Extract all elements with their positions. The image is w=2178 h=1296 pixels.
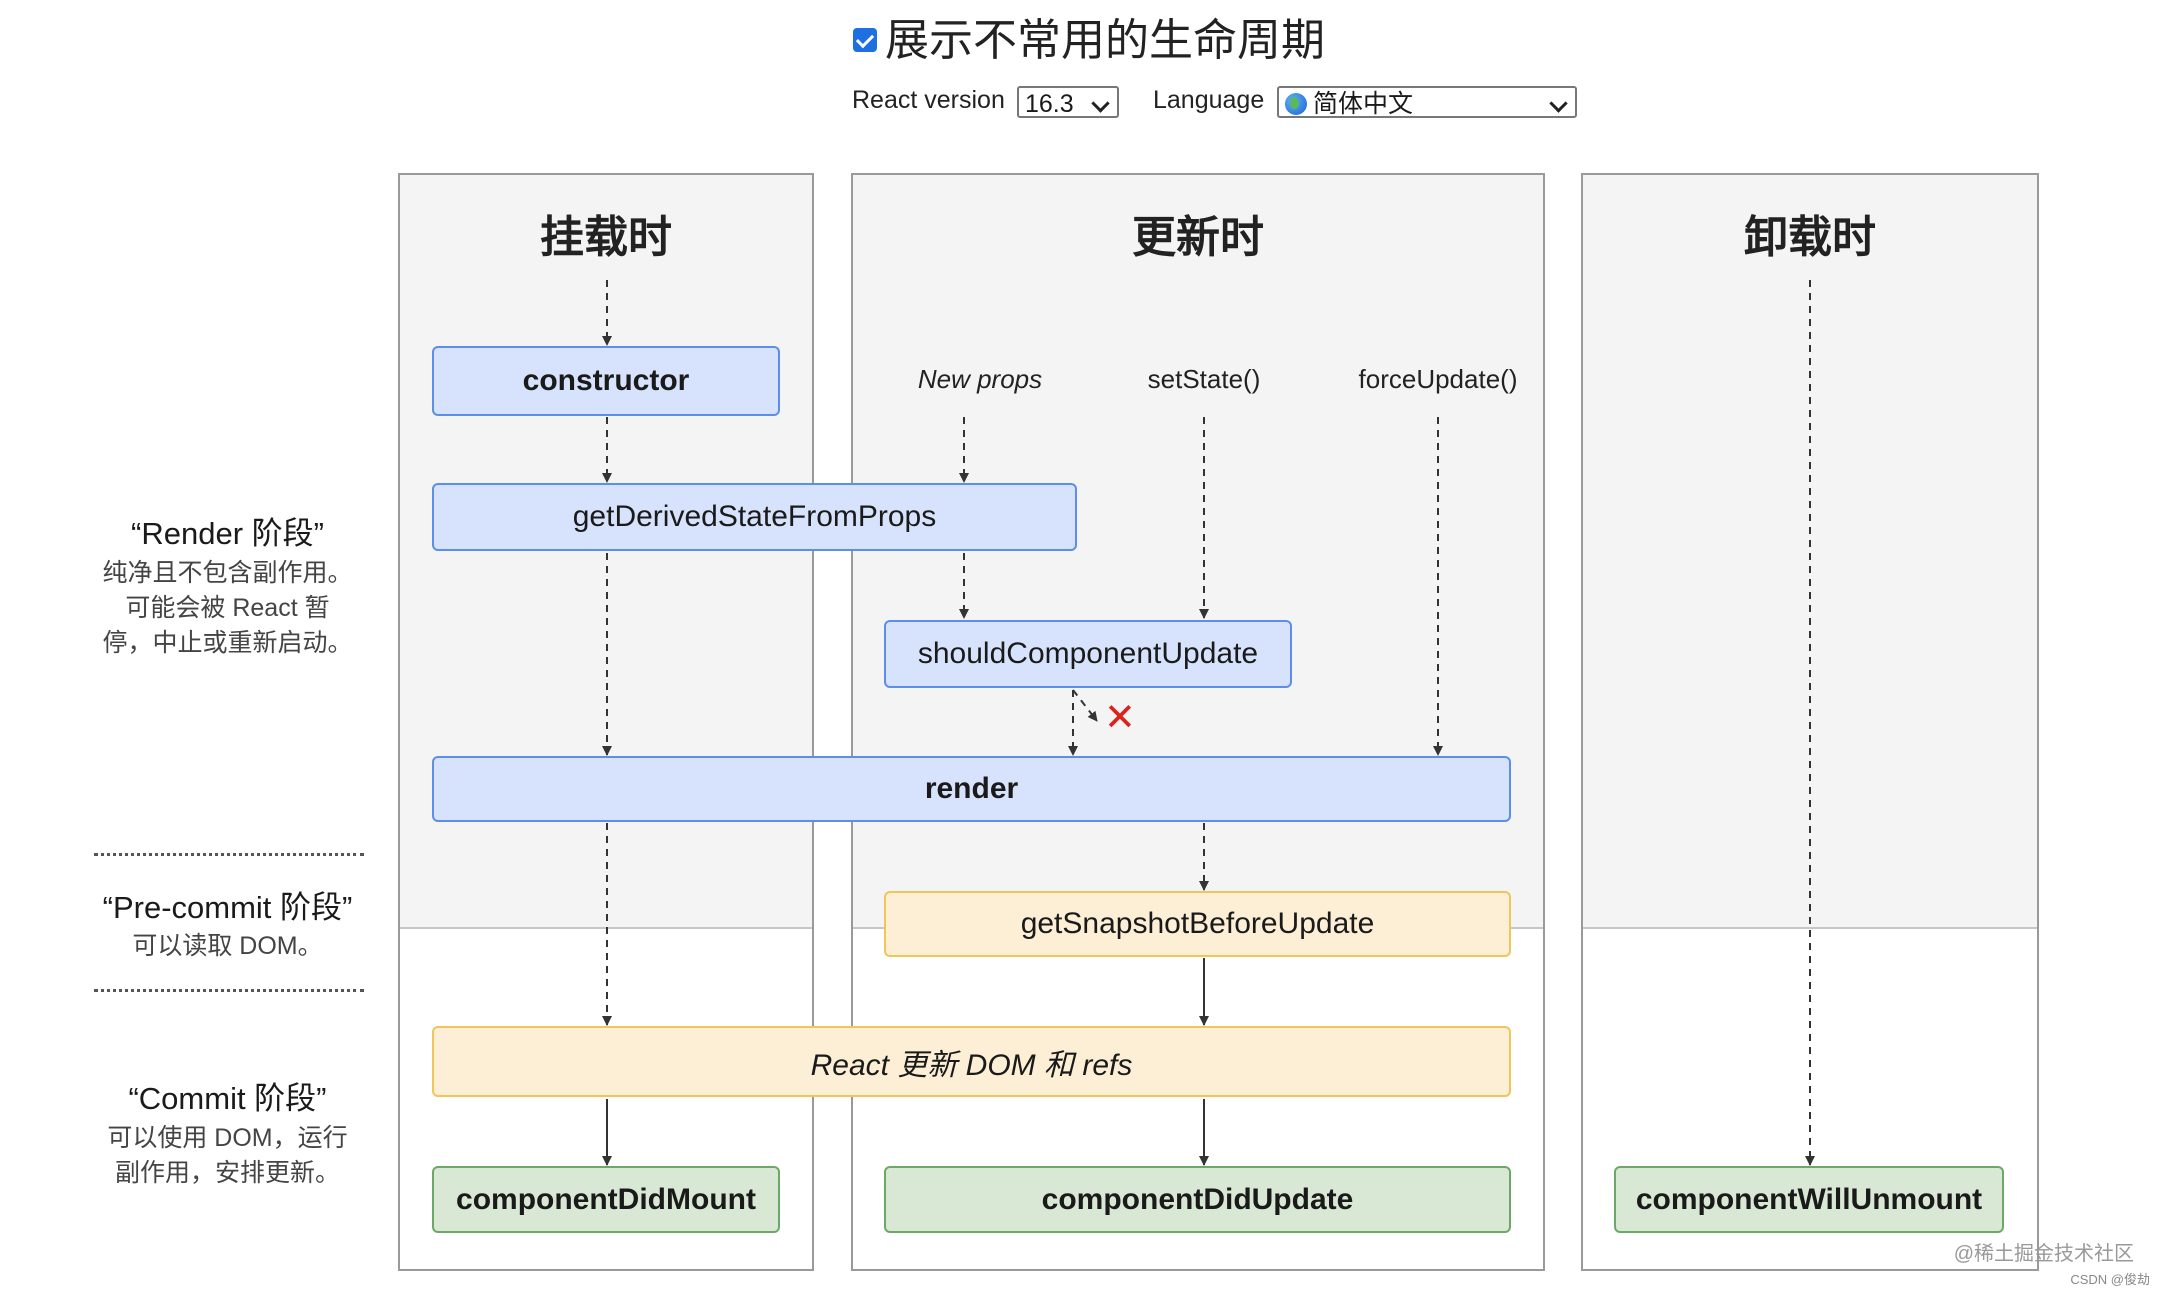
new-props-trigger: New props	[917, 364, 1043, 394]
stage-separator	[94, 989, 364, 992]
language-value: 简体中文	[1313, 90, 1414, 118]
getderivedstatefromprops-box: getDerivedStateFromProps	[432, 483, 1077, 551]
react-version-value: 16.3	[1025, 90, 1074, 118]
stage-separator	[94, 853, 364, 856]
precommit-stage-title: “Pre-commit 阶段”	[102, 890, 353, 925]
render-stage-description: 纯净且不包含副作用。 可能会被 React 暂 停，中止或重新启动。	[80, 556, 375, 661]
arrow-shouldupdate-skip	[1072, 689, 1098, 722]
render-stage-desc-line3: 停，中止或重新启动。	[102, 629, 353, 657]
commit-stage-desc-line1: 可以使用 DOM，运行	[107, 1124, 348, 1152]
componentdidupdate-box: componentDidUpdate	[884, 1166, 1511, 1233]
checkbox-icon[interactable]	[853, 28, 877, 53]
getsnapshotbeforeupdate-box: getSnapshotBeforeUpdate	[884, 891, 1511, 957]
unmount-column-title: 卸载时	[1744, 213, 1876, 262]
constructor-box: constructor	[432, 346, 780, 416]
setstate-trigger: setState()	[1147, 364, 1261, 394]
globe-icon	[1285, 93, 1307, 115]
componentwillunmount-box: componentWillUnmount	[1614, 1166, 2004, 1233]
language-select[interactable]: 简体中文	[1277, 86, 1577, 118]
skip-render-icon: ✕	[1104, 697, 1136, 739]
react-version-select[interactable]: 16.3	[1017, 86, 1119, 118]
commit-stage-description: 可以使用 DOM，运行 副作用，安排更新。	[80, 1121, 375, 1191]
forceupdate-trigger: forceUpdate()	[1358, 364, 1518, 394]
render-box: render	[432, 756, 1511, 822]
show-rare-lifecycles-label: 展示不常用的生命周期	[885, 16, 1325, 65]
commit-stage-desc-line2: 副作用，安排更新。	[114, 1159, 340, 1187]
watermark-author: CSDN @俊劫	[2070, 1272, 2150, 1287]
watermark: @稀土掘金技术社区	[1953, 1243, 2134, 1265]
show-rare-lifecycles-toggle[interactable]: 展示不常用的生命周期	[0, 4, 2178, 68]
componentdidmount-box: componentDidMount	[432, 1166, 780, 1233]
render-stage-title: “Render 阶段”	[131, 516, 324, 551]
react-update-dom-box: React 更新 DOM 和 refs	[432, 1026, 1511, 1097]
update-column-title: 更新时	[1132, 213, 1264, 262]
shouldcomponentupdate-box: shouldComponentUpdate	[884, 620, 1292, 688]
language-label: Language	[1153, 86, 1265, 114]
mount-column-title: 挂载时	[540, 213, 672, 262]
react-version-label: React version	[852, 86, 1005, 114]
render-stage-desc-line2: 可能会被 React 暂	[125, 594, 330, 622]
commit-stage-title: “Commit 阶段”	[128, 1081, 327, 1116]
precommit-stage-description: 可以读取 DOM。	[132, 932, 323, 960]
render-stage-desc-line1: 纯净且不包含副作用。	[102, 559, 353, 587]
